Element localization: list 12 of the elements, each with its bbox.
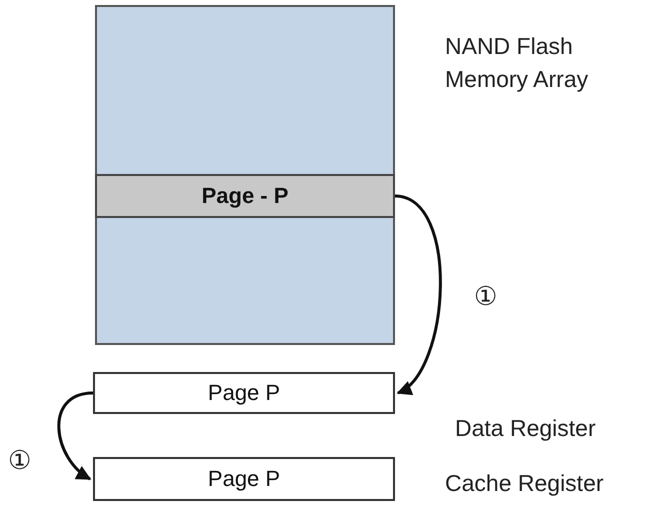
data-register-box bbox=[93, 372, 395, 414]
register-label: Data Register bbox=[455, 414, 597, 443]
memory-array bbox=[95, 5, 395, 345]
curved-arrow bbox=[394, 194, 442, 394]
page-label: Page P bbox=[208, 380, 280, 406]
register-label: Cache Register bbox=[445, 469, 605, 498]
page-label: Page - P bbox=[202, 183, 288, 209]
array-label: NAND Flash Memory Array bbox=[445, 32, 590, 94]
curved-arrow bbox=[57, 392, 94, 480]
cache-register-box bbox=[93, 457, 395, 501]
page-row bbox=[95, 174, 395, 218]
page-label: Page P bbox=[208, 466, 280, 492]
